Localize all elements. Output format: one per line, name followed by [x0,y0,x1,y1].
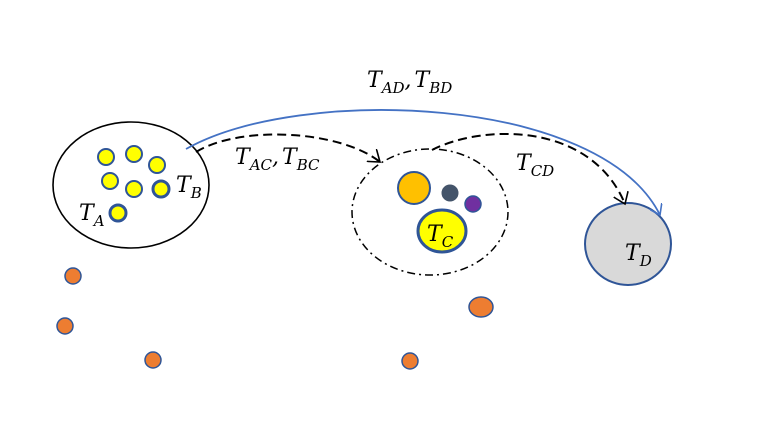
group-ab-ellipse [52,121,210,249]
label-t-a: TA [79,201,105,230]
node-yellow [101,172,119,190]
node-yellow [125,145,143,163]
node-yellow [125,180,143,198]
label-t-ac-bc: TAC,TBC [235,145,320,174]
arrow-ac-bc [195,133,380,162]
node-orange [144,351,162,369]
node-t-a [108,203,128,223]
arrow-cd [431,132,625,204]
node-orange [401,352,419,370]
label-t-d: TD [625,241,652,270]
group-c-ellipse [351,148,509,276]
node-orange [64,267,82,285]
label-t-b: TB [176,173,202,202]
label-t-ad-bd: TAD,TBD [367,68,452,97]
node-t-c [416,208,468,254]
node-yellow [148,156,166,174]
node-amber [397,171,431,205]
node-orange [468,296,494,318]
node-navy [441,184,459,202]
arrow-ad-bd [185,109,660,215]
node-yellow [97,148,115,166]
node-purple [464,195,482,213]
node-t-b [151,179,171,199]
label-t-cd: TCD [516,151,554,180]
label-t-c: TC [427,222,454,251]
node-orange [56,317,74,335]
